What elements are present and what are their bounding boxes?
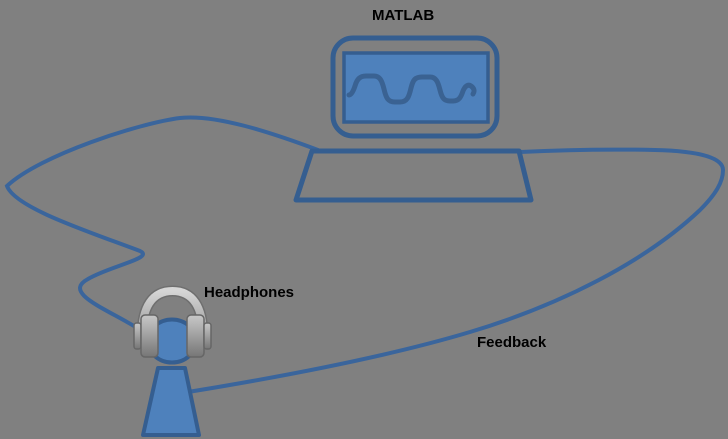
headphone-left-cup xyxy=(140,314,159,358)
waveform-icon xyxy=(346,73,477,105)
headphones-label: Headphones xyxy=(204,284,295,301)
matlab-label: MATLAB xyxy=(372,7,435,24)
feedback-loop-left-path xyxy=(4,115,320,331)
laptop-screen-frame xyxy=(330,35,500,139)
headphone-right-cup xyxy=(186,314,205,358)
laptop-icon xyxy=(293,35,534,203)
headphone-right-ridge xyxy=(203,322,212,350)
headphone-left-ridge xyxy=(133,322,142,350)
person-icon xyxy=(133,285,212,437)
headphones-icon xyxy=(133,285,212,358)
feedback-label: Feedback xyxy=(477,334,547,351)
laptop-base xyxy=(293,148,534,203)
feedback-loop-right-path xyxy=(186,147,726,394)
person-body xyxy=(141,366,201,437)
